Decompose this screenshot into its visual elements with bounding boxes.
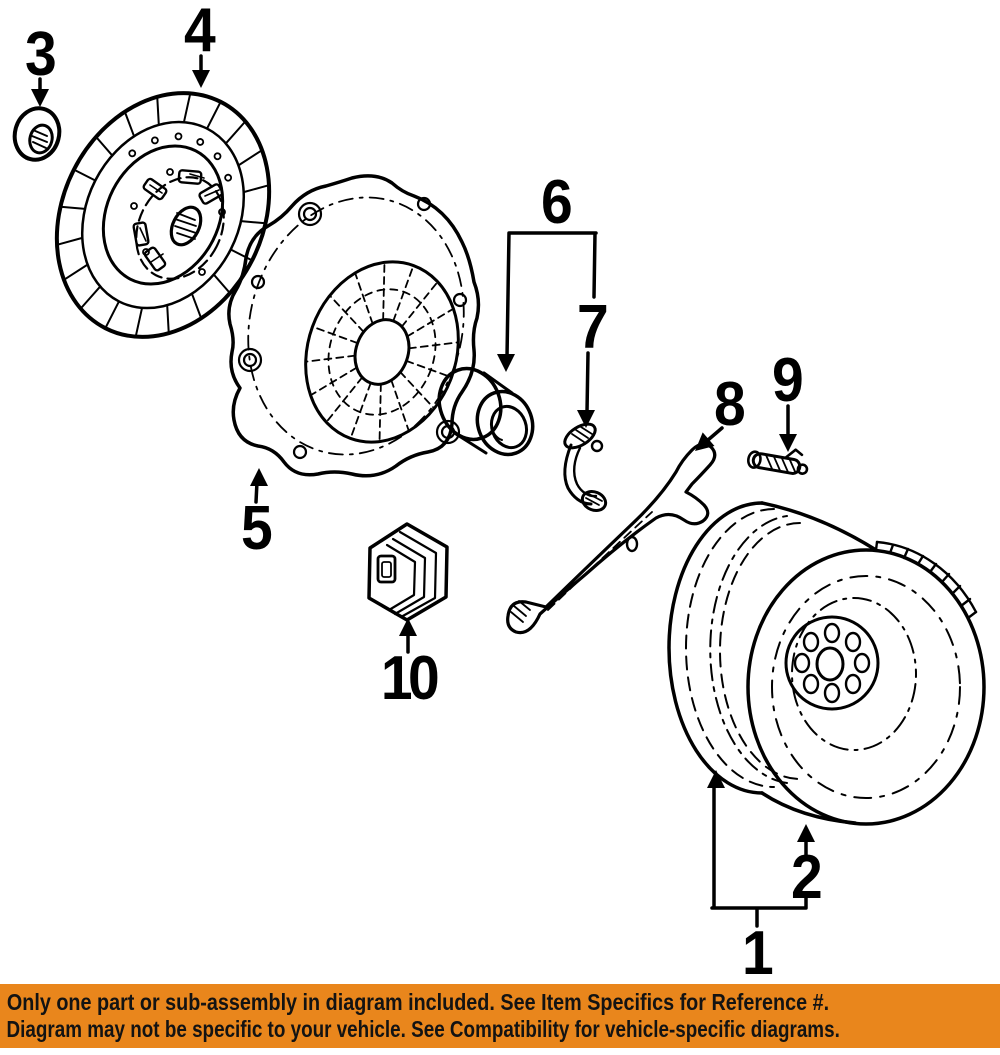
boot-drawing xyxy=(367,522,449,622)
part-label-4: 4 xyxy=(184,0,216,65)
release-bearing-drawing xyxy=(437,366,535,457)
part-label-2: 2 xyxy=(791,843,823,912)
part-label-7: 7 xyxy=(577,293,609,362)
part-label-3: 3 xyxy=(25,20,57,89)
callout-leader-lines xyxy=(38,54,808,928)
callout-arrowheads xyxy=(31,70,815,842)
part-label-10: 10 xyxy=(380,644,440,713)
pressure-plate-drawing xyxy=(227,174,481,478)
pilot-bushing-drawing xyxy=(12,106,62,162)
part-label-5: 5 xyxy=(241,494,273,563)
clutch-disc-drawing xyxy=(54,91,272,339)
disclaimer-line-2: Diagram may not be specific to your vehi… xyxy=(6,1016,840,1042)
part-label-9: 9 xyxy=(772,346,804,415)
release-fork-drawing xyxy=(506,442,717,635)
part-label-1: 1 xyxy=(742,919,774,988)
disclaimer-line-1: Only one part or sub-assembly in diagram… xyxy=(6,989,830,1015)
hydraulic-hose-drawing xyxy=(563,422,608,512)
disclaimer-banner: Only one part or sub-assembly in diagram… xyxy=(0,984,1000,1048)
part-label-8: 8 xyxy=(714,370,746,439)
part-label-6: 6 xyxy=(541,168,573,237)
ball-stud-drawing xyxy=(747,448,809,475)
